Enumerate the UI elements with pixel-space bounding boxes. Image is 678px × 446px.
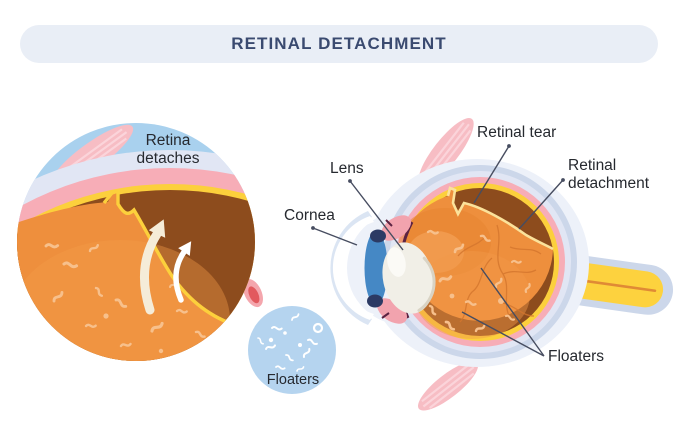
label-lens: Lens <box>330 160 364 177</box>
page-title: RETINAL DETACHMENT <box>231 34 447 53</box>
label-retinal-tear: Retinal tear <box>477 124 557 141</box>
label-cornea: Cornea <box>284 207 335 224</box>
label-retinal-detachment: Retinal detachment <box>568 157 649 192</box>
eye-floaters <box>426 228 532 333</box>
label-floaters-detail: Floaters <box>266 372 320 388</box>
floaters-squiggles <box>257 313 324 372</box>
cut-muscle-stub <box>243 278 263 308</box>
label-retina-detaches: Retina detaches <box>136 132 200 167</box>
cornea <box>330 211 374 325</box>
lens <box>382 242 436 314</box>
eye-cross-section <box>330 118 674 411</box>
label-floaters-eye: Floaters <box>548 348 604 365</box>
ciliary-body <box>376 215 412 324</box>
leader-lines <box>311 144 565 357</box>
title-banner: RETINAL DETACHMENT <box>20 25 658 63</box>
eye-muscle-bottom <box>417 361 479 411</box>
floaters-circle <box>248 306 336 394</box>
detail-floaters <box>44 242 206 354</box>
iris <box>364 229 388 308</box>
detachment-arrows <box>140 219 192 315</box>
